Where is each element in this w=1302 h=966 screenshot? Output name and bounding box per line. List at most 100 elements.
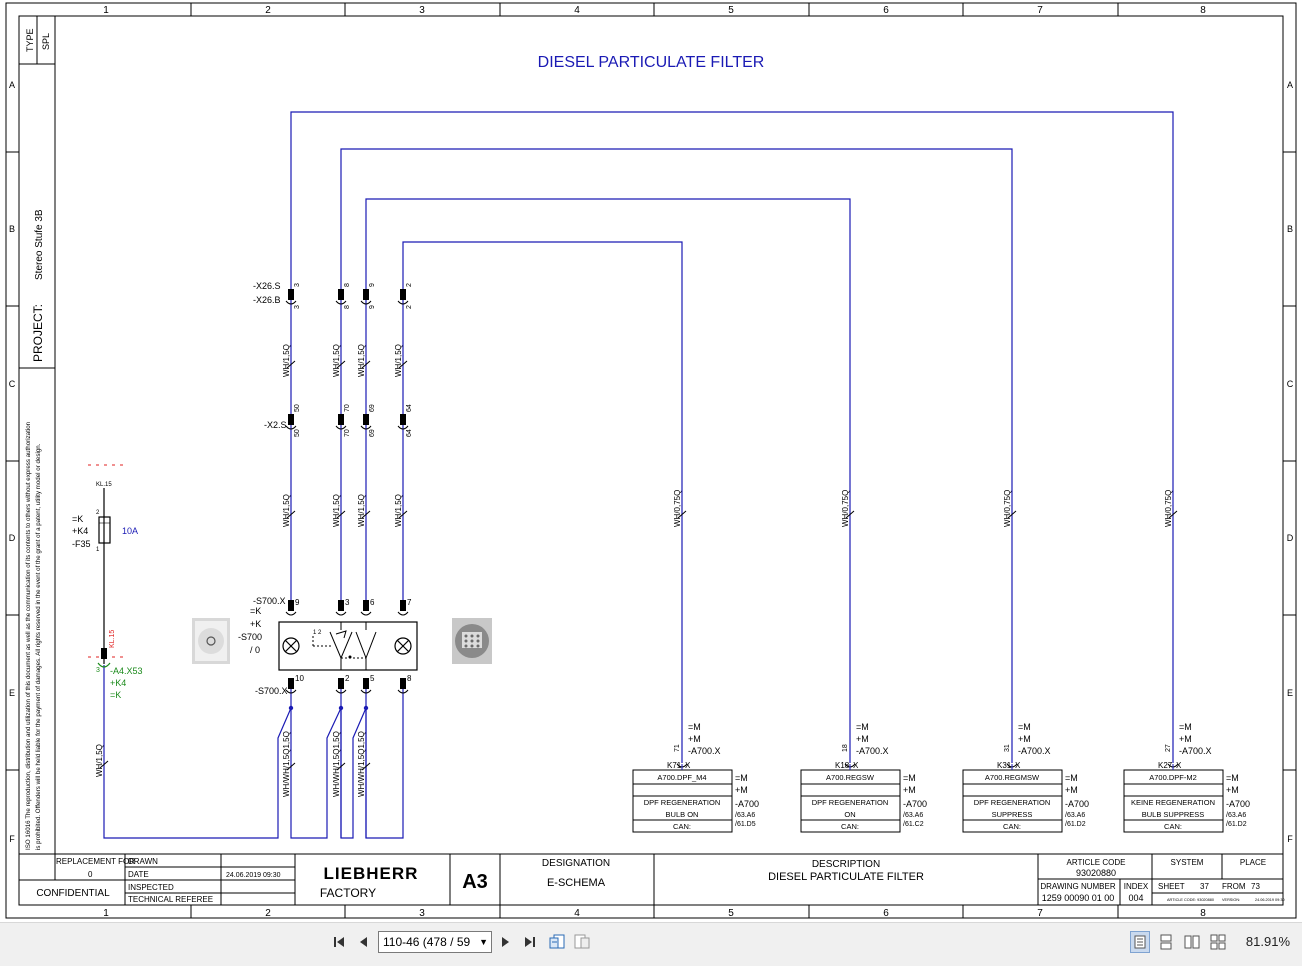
a4x53-pin: 3 [96, 667, 100, 674]
a4x53-kl15: KL.15 [109, 630, 116, 648]
facing-view-button[interactable] [1182, 931, 1202, 953]
module-line2: SUPPRESS [992, 810, 1033, 819]
row-label-left: B [9, 224, 15, 234]
col-label-top: 2 [265, 5, 271, 16]
page-selector[interactable]: 110-46 (478 / 59 ▼ [378, 931, 492, 953]
module-line1: DPF REGENERATION [812, 798, 889, 807]
fuse-f35: -F35 [72, 539, 91, 549]
col-label-bottom: 2 [265, 908, 271, 919]
a4x53-ref: -A4.X53 [110, 666, 143, 676]
row-label-right: F [1287, 834, 1293, 844]
single-page-view-button[interactable] [1130, 931, 1150, 953]
go-forward-view-icon [574, 934, 590, 949]
fuse-rating: 10A [122, 526, 138, 536]
tiny-article-code: ARTICLE CODE: 93020880 [1167, 898, 1214, 902]
module-k: K27 [1158, 761, 1173, 770]
wire-label: WH/0,75Q [1003, 490, 1012, 527]
last-page-button[interactable] [521, 931, 539, 953]
module-m2: +M [688, 734, 701, 744]
pin-number: 9 [369, 283, 376, 287]
wire-label: WH/1,5Q [332, 494, 341, 527]
project-value: Stereo Stufe 3B [34, 209, 45, 280]
go-forward-view-button[interactable] [572, 931, 592, 953]
pin-number: 50 [294, 429, 301, 437]
switch-contact-dot [348, 655, 352, 659]
module-line2: ON [844, 810, 855, 819]
module-r3: -A700 [1226, 799, 1250, 809]
module-k: K31 [997, 761, 1012, 770]
previous-page-button[interactable] [355, 931, 371, 953]
pin-number: 2 [406, 305, 413, 309]
row-label-right: C [1287, 379, 1294, 389]
type-value: SPL [41, 33, 51, 50]
from-value: 73 [1251, 882, 1260, 891]
next-page-button[interactable] [498, 931, 514, 953]
module-line2: BULB SUPPRESS [1142, 810, 1205, 819]
col-label-bottom: 8 [1200, 908, 1206, 919]
dpf-pictogram-icon [452, 618, 492, 664]
pin-number: 6 [370, 598, 375, 607]
col-label-bottom: 4 [574, 908, 580, 919]
module-r3: -A700 [735, 799, 759, 809]
module-x: X [1176, 761, 1182, 770]
connector-pins [288, 289, 406, 689]
zoom-level[interactable]: 81.91% [1245, 934, 1290, 949]
first-page-button[interactable] [330, 931, 348, 953]
iso-note-line2: is prohibited. Offenders will be held li… [35, 443, 42, 850]
module-r2: +M [903, 785, 916, 795]
a4x53-eq: =K [110, 690, 121, 700]
switch-contacts [312, 622, 377, 670]
fuse-plus-k4: +K4 [72, 526, 88, 536]
facing-pages-icon [1184, 935, 1200, 949]
designation-label: DESIGNATION [542, 858, 610, 869]
module-k: K71 [667, 761, 682, 770]
title-block-lines [19, 853, 1283, 905]
module-ref1: /63.A6 [1065, 812, 1085, 819]
wire-slash-marks [99, 360, 1178, 771]
continuous-view-button[interactable] [1156, 931, 1176, 953]
module-r2: +M [735, 785, 748, 795]
module-line1: KEINE REGENERATION [1131, 798, 1215, 807]
column-ticks [190, 3, 1119, 918]
pin-number: 64 [406, 429, 413, 437]
chevron-down-icon: ▼ [479, 937, 488, 947]
module-r3: -A700 [903, 799, 927, 809]
x2s-label: -X2.S [264, 420, 287, 430]
module-ax: -A700.X [1179, 746, 1212, 756]
s700x-top-label: -S700.X [253, 596, 286, 606]
module-ref2: /61.C2 [903, 821, 924, 828]
col-label-bottom: 7 [1037, 908, 1043, 919]
replacement-value: 0 [88, 870, 93, 879]
go-back-view-button[interactable] [547, 931, 567, 953]
module-m2: +M [1179, 734, 1192, 744]
continuous-facing-view-button[interactable] [1208, 931, 1228, 953]
module-r1: =M [1226, 773, 1239, 783]
pin-number: 64 [406, 404, 413, 412]
pin-number: 69 [369, 429, 376, 437]
module-can: CAN: [1003, 822, 1021, 831]
module-x: X [1015, 761, 1021, 770]
wire-label: WH/1,5Q [282, 344, 291, 377]
previous-page-icon [360, 937, 367, 947]
iso-note-line1: ISO 16016 The reproduction, distribution… [25, 421, 32, 850]
module-can: CAN: [673, 822, 691, 831]
inspected-label: INSPECTED [128, 883, 174, 892]
module-can: CAN: [1164, 822, 1182, 831]
wire-label: WH/WH/1,5Q1,5Q [332, 731, 341, 797]
col-label-top: 7 [1037, 5, 1043, 16]
wire-label: WH/1,5Q [394, 494, 403, 527]
x26b-label: -X26.B [253, 295, 281, 305]
wire-label: WH/WH/1,5Q1,5Q [282, 731, 291, 797]
switch-ref: -S700 [238, 632, 262, 642]
module-x: X [685, 761, 691, 770]
drawn-label: DRAWN [128, 857, 158, 866]
switch-eq: =K [250, 606, 261, 616]
sheet-label: SHEET [1158, 882, 1185, 891]
module-m1: =M [856, 722, 869, 732]
switch-positions: 1 2 [313, 630, 322, 636]
module-r1: =M [735, 773, 748, 783]
a4x53-connector-pin [101, 648, 107, 659]
drawing-number-label: DRAWING NUMBER [1040, 882, 1115, 891]
module-ref2: /61.D5 [735, 821, 756, 828]
replacement-for-label: REPLACEMENT FOR [56, 857, 135, 866]
